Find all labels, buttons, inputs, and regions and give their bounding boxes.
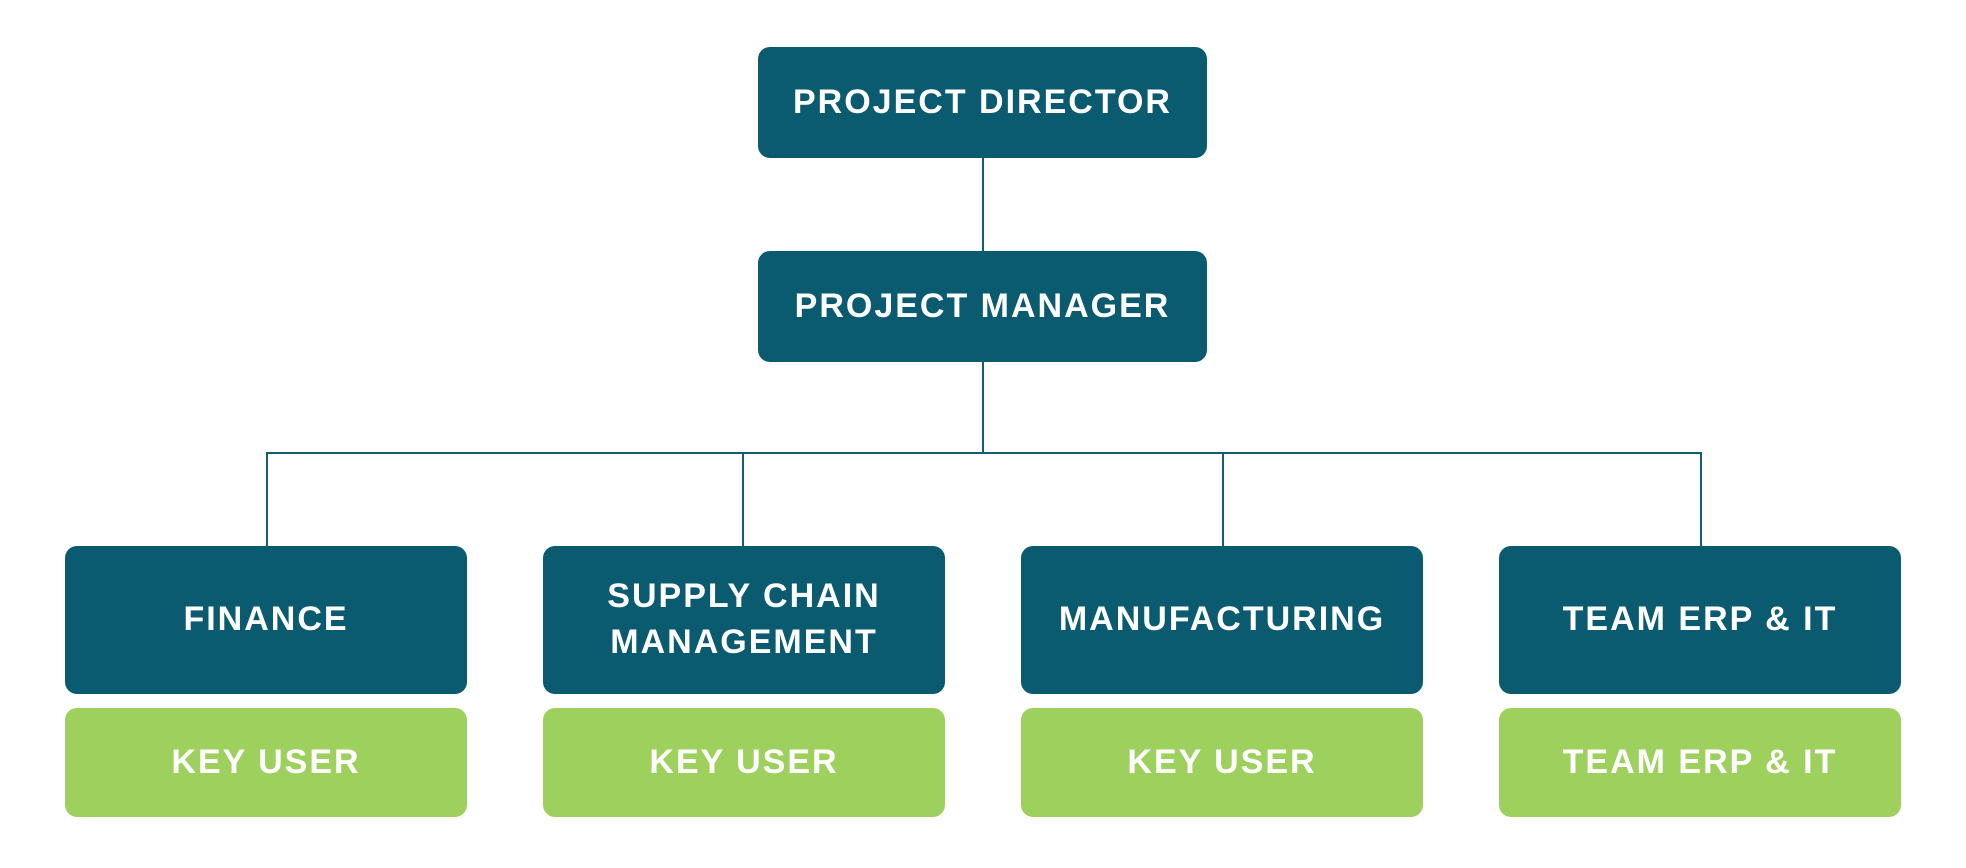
- node-finance-key-user: KEY USER: [65, 708, 467, 817]
- connector-stub-finance: [266, 452, 268, 546]
- node-project-director-label: PROJECT DIRECTOR: [793, 82, 1172, 121]
- node-team-erp-it-sub: TEAM ERP & IT: [1499, 708, 1901, 817]
- node-manufacturing: MANUFACTURING: [1021, 546, 1423, 694]
- node-manufacturing-label: MANUFACTURING: [1058, 600, 1386, 639]
- node-finance-label: FINANCE: [183, 600, 349, 639]
- connector-director-to-manager: [982, 158, 984, 251]
- node-project-director: PROJECT DIRECTOR: [758, 47, 1207, 158]
- node-supply-chain-key-user-label: KEY USER: [649, 742, 839, 781]
- node-project-manager-label: PROJECT MANAGER: [794, 286, 1171, 325]
- node-team-erp-it-sub-label: TEAM ERP & IT: [1562, 742, 1838, 781]
- node-team-erp-it-label: TEAM ERP & IT: [1562, 600, 1838, 639]
- node-project-manager: PROJECT MANAGER: [758, 251, 1207, 362]
- connector-stub-manufacturing: [1222, 452, 1224, 546]
- connector-branch-horizontal: [266, 452, 1702, 454]
- node-team-erp-it: TEAM ERP & IT: [1499, 546, 1901, 694]
- node-supply-chain-key-user: KEY USER: [543, 708, 945, 817]
- connector-stub-supply-chain: [742, 452, 744, 546]
- node-supply-chain-management: SUPPLY CHAIN MANAGEMENT: [543, 546, 945, 694]
- node-finance-key-user-label: KEY USER: [171, 742, 361, 781]
- node-supply-chain-management-label: SUPPLY CHAIN MANAGEMENT: [607, 577, 881, 661]
- node-manufacturing-key-user-label: KEY USER: [1127, 742, 1317, 781]
- node-finance: FINANCE: [65, 546, 467, 694]
- connector-manager-to-branch: [982, 362, 984, 453]
- connector-stub-team-erp-it: [1700, 452, 1702, 546]
- node-manufacturing-key-user: KEY USER: [1021, 708, 1423, 817]
